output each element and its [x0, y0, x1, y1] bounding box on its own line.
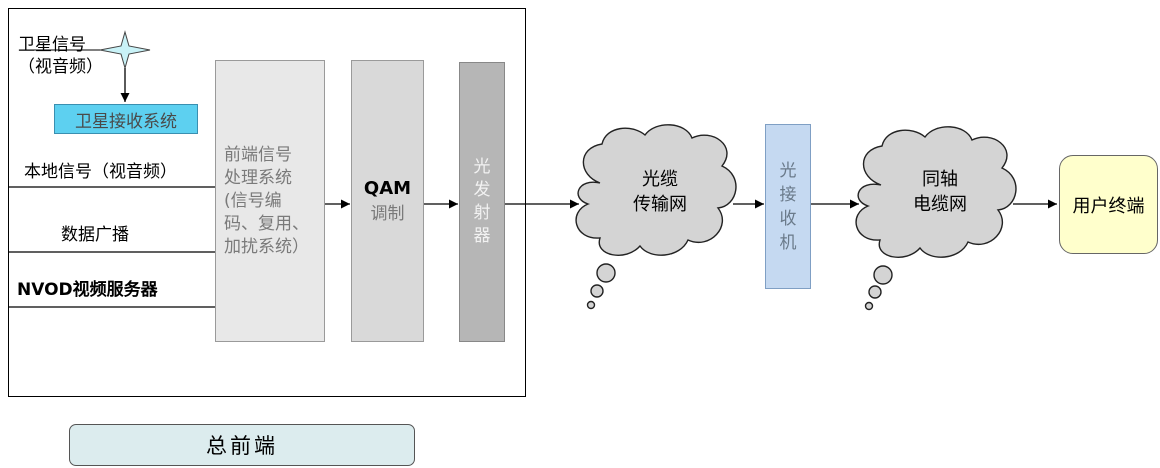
fiber-network-cloud — [575, 124, 737, 310]
optical-transmitter-char: 光 — [473, 157, 491, 177]
fiber-network-line: 光缆 — [642, 169, 678, 190]
optical-receiver-char: 机 — [779, 232, 797, 253]
headend-frame — [8, 8, 526, 397]
optical-transmitter-block: 光 发 射 器 — [459, 62, 505, 342]
coax-network-line: 同轴 — [922, 169, 958, 190]
optical-receiver-text: 光 接 收 机 — [780, 159, 797, 255]
coax-network-line: 电缆网 — [913, 194, 967, 215]
preprocess-system-text: 前端信号 处理系统 (信号编 码、复用、 加扰系统） — [224, 144, 309, 259]
local-signal-label: 本地信号（视音频） — [24, 162, 177, 182]
qam-modulation-block: QAM 调制 — [351, 60, 424, 342]
optical-transmitter-text: 光 发 射 器 — [474, 156, 491, 248]
preprocess-line: 前端信号 — [224, 144, 292, 165]
nvod-server-label: NVOD视频服务器 — [17, 279, 158, 301]
optical-transmitter-char: 射 — [473, 203, 491, 223]
headend-label: 总前端 — [69, 424, 415, 466]
preprocess-line: (信号编 — [224, 190, 282, 211]
satellite-signal-line1: 卫星信号 — [18, 35, 86, 55]
nvod-server-text: NVOD视频服务器 — [17, 280, 158, 300]
satellite-signal-label: 卫星信号 （视音频） — [18, 34, 103, 78]
optical-transmitter-char: 发 — [473, 180, 491, 200]
optical-receiver-char: 收 — [779, 208, 797, 229]
satellite-receiver-box: 卫星接收系统 — [54, 104, 198, 134]
preprocess-line: 处理系统 — [224, 167, 292, 188]
preprocess-system-block: 前端信号 处理系统 (信号编 码、复用、 加扰系统） — [215, 60, 325, 342]
preprocess-line: 加扰系统） — [224, 236, 309, 257]
coax-network-cloud — [855, 126, 1017, 311]
fiber-network-line: 传输网 — [633, 194, 687, 215]
optical-receiver-char: 接 — [779, 184, 797, 205]
satellite-signal-line2: （视音频） — [18, 57, 103, 77]
coax-network-text: 同轴 电缆网 — [880, 158, 1000, 226]
optical-transmitter-char: 器 — [473, 226, 491, 246]
optical-receiver-block: 光 接 收 机 — [765, 124, 811, 289]
preprocess-line: 码、复用、 — [224, 213, 309, 234]
fiber-network-text: 光缆 传输网 — [600, 158, 720, 226]
qam-subtitle: 调制 — [370, 204, 405, 224]
data-broadcast-label: 数据广播 — [61, 225, 129, 245]
user-terminal-box: 用户终端 — [1059, 155, 1158, 254]
qam-title: QAM — [363, 178, 412, 199]
optical-receiver-char: 光 — [779, 160, 797, 181]
